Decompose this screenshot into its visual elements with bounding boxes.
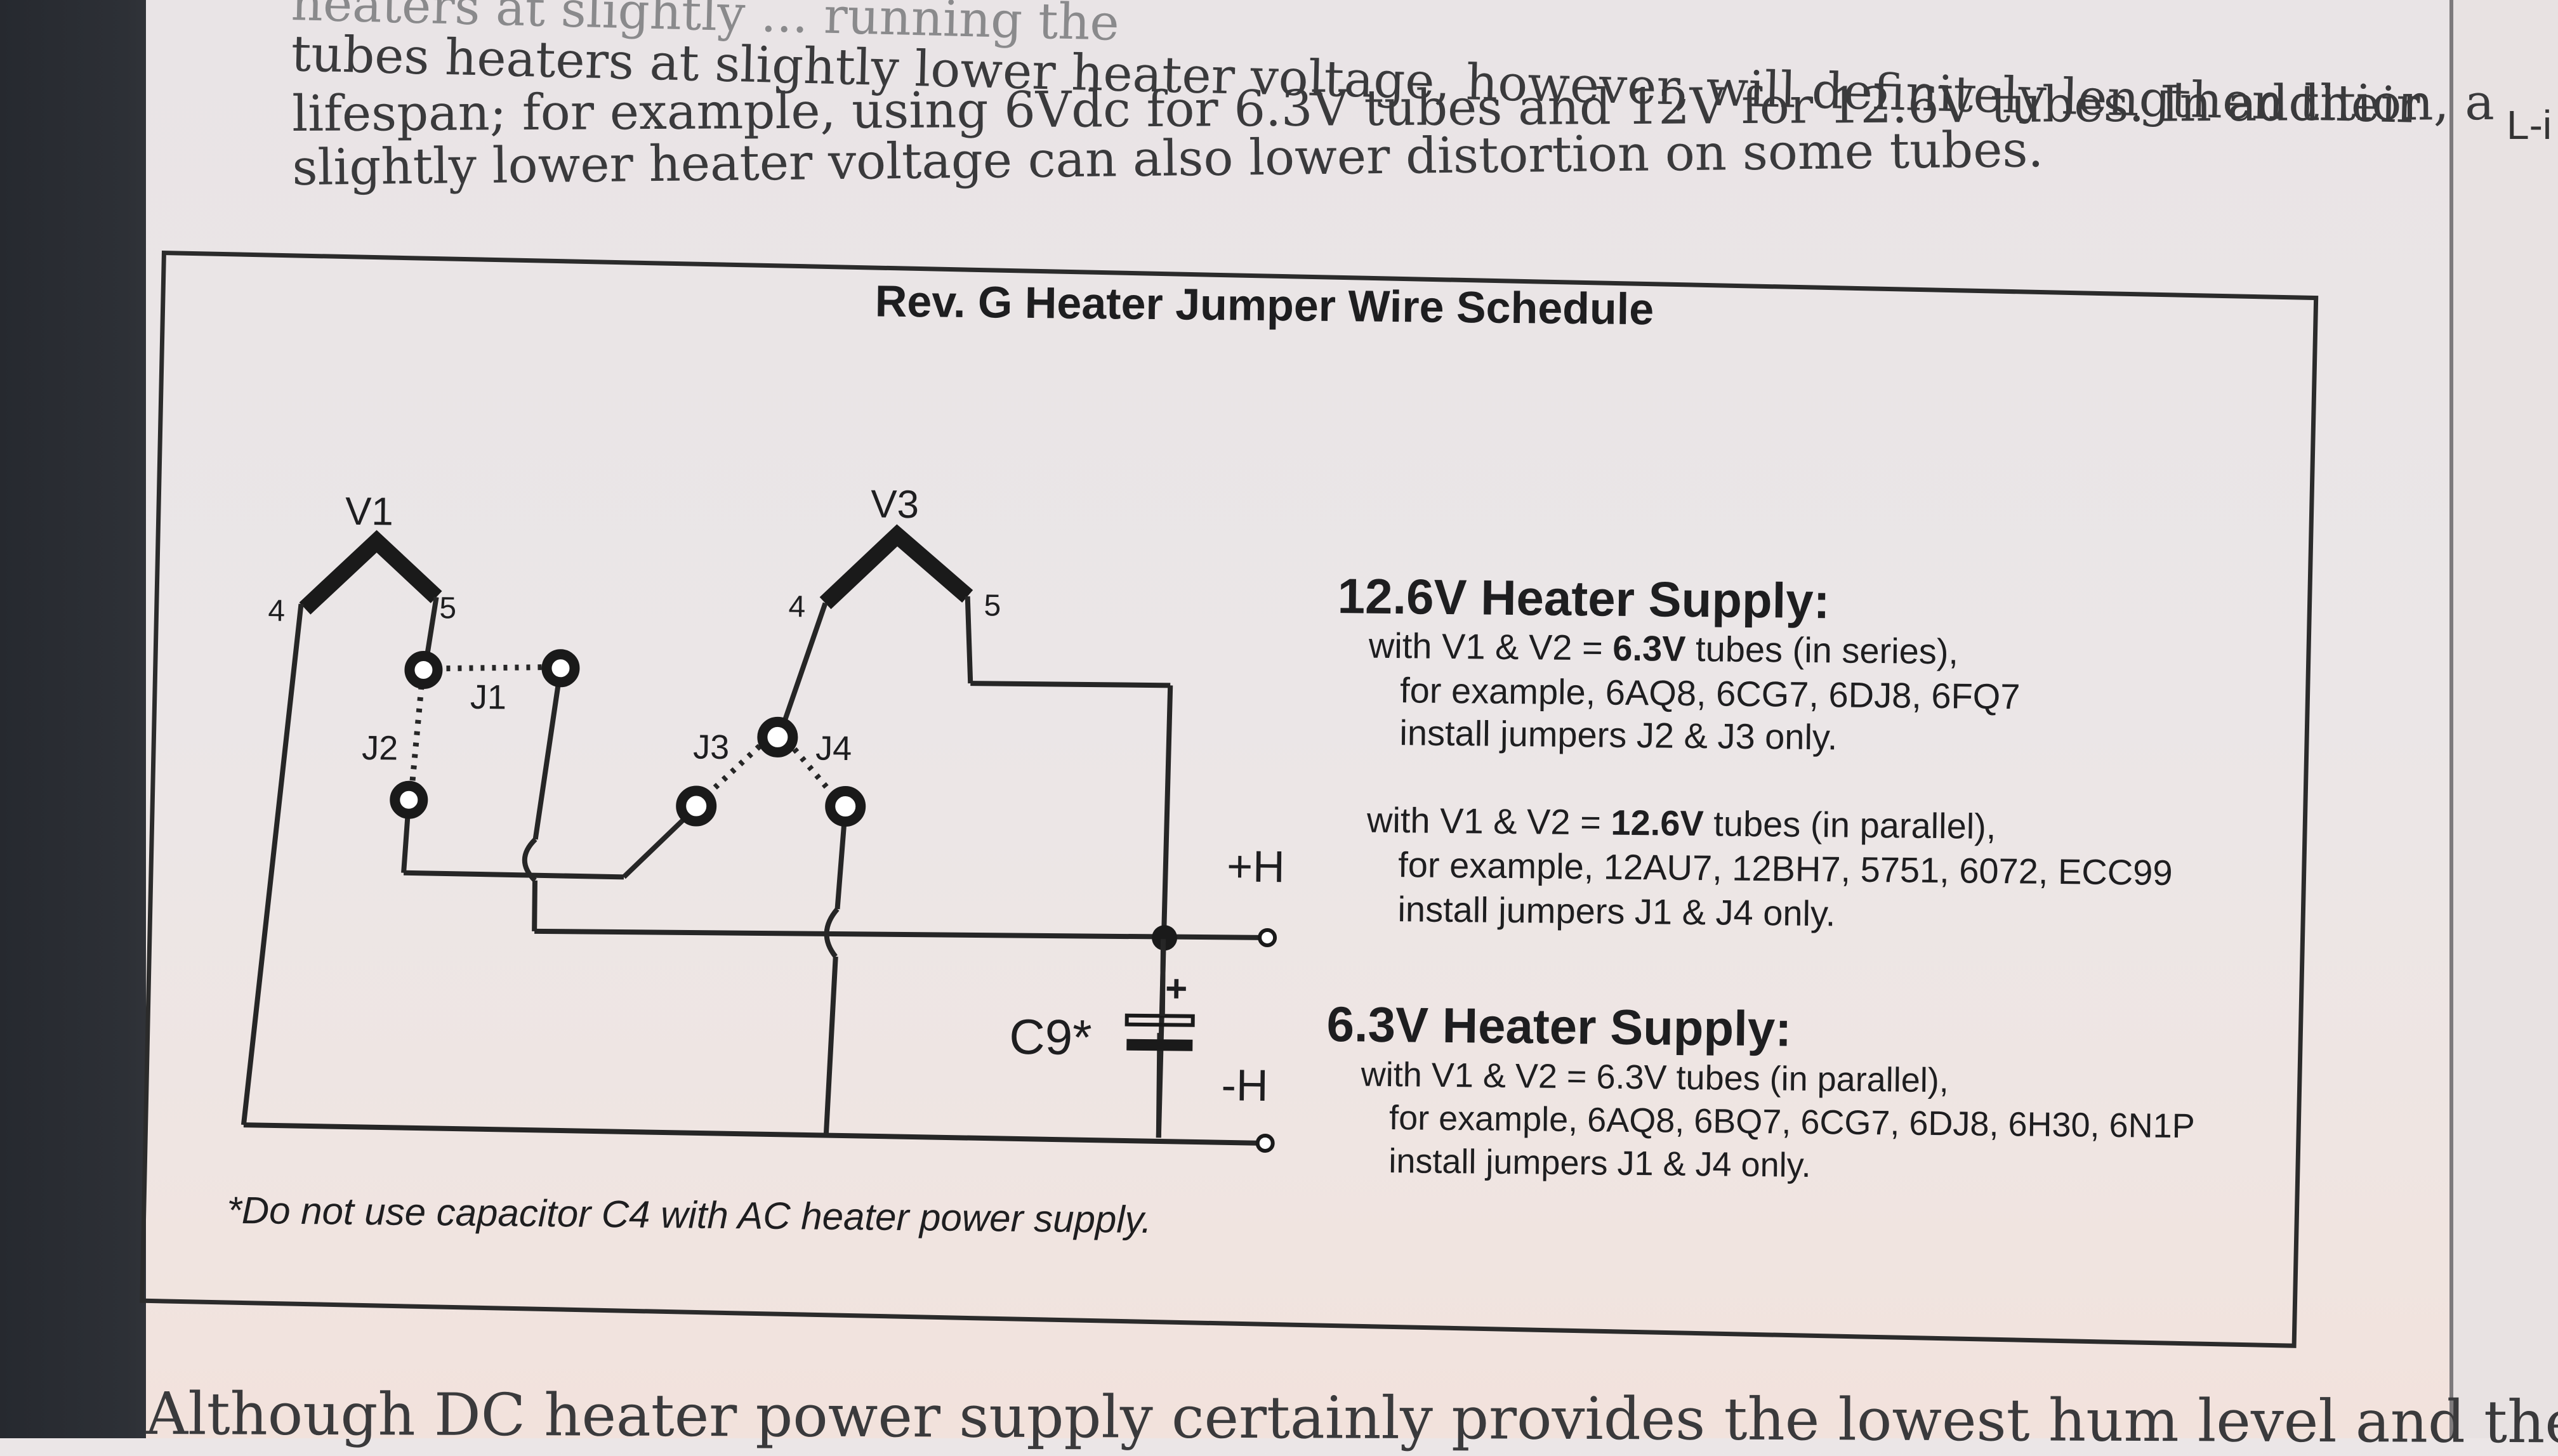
label-plus-h: +H <box>1227 841 1285 891</box>
label-v3: V3 <box>871 482 920 527</box>
diagram-title: Rev. G Heater Jumper Wire Schedule <box>874 276 1654 334</box>
terminal-j1-right <box>541 649 580 688</box>
heading-12v-supply: 12.6V Heater Supply: <box>1337 568 1830 629</box>
label-j1: J1 <box>470 678 507 717</box>
facing-page-edge <box>2449 0 2558 1438</box>
prose-bottom: Although DC heater power supply certainl… <box>145 1380 2558 1456</box>
v1-heater-symbol <box>299 530 442 615</box>
diagram-footnote: *Do not use capacitor C4 with AC heater … <box>227 1189 1152 1241</box>
label-v3-pin4: 4 <box>788 590 805 624</box>
line-12v-parallel-install: install jumpers J1 & J4 only. <box>1397 889 1836 933</box>
terminal-j4-bottom <box>825 786 866 827</box>
line-6v-3: install jumpers J1 & J4 only. <box>1388 1142 1811 1184</box>
jumper-j3 <box>705 736 770 797</box>
label-cap-plus: + <box>1165 967 1188 1009</box>
capacitor-plate-bottom <box>1126 1039 1193 1051</box>
label-v1: V1 <box>345 490 394 534</box>
line-12v-parallel: with V1 & V2 = 12.6V tubes (in parallel)… <box>1366 800 1996 846</box>
label-v1-pin4: 4 <box>268 594 285 627</box>
line-12v-series-install: install jumpers J2 & J3 only. <box>1399 712 1838 757</box>
line-6v-2: for example, 6AQ8, 6BQ7, 6CG7, 6DJ8, 6H3… <box>1389 1099 2195 1145</box>
v3-heater-symbol <box>819 524 973 610</box>
line-12v-series: with V1 & V2 = 6.3V tubes (in series), <box>1368 626 1959 672</box>
minus-h-terminal <box>1255 1133 1275 1153</box>
label-minus-h: -H <box>1221 1060 1269 1110</box>
terminal-j3-bottom <box>676 785 717 827</box>
facing-page-label: L-i <box>2507 102 2552 148</box>
heading-6v-supply: 6.3V Heater Supply: <box>1326 996 1791 1057</box>
line-12v-parallel-example: for example, 12AU7, 12BH7, 5751, 6072, E… <box>1398 844 2173 893</box>
junction-dot <box>1152 925 1178 951</box>
terminal-j3-j4-top <box>757 716 798 758</box>
jumper-j1 <box>423 664 560 672</box>
jumper-j4 <box>784 738 836 798</box>
label-j2: J2 <box>362 729 399 768</box>
book-page <box>146 0 2469 1438</box>
label-v1-pin5: 5 <box>439 591 456 625</box>
label-v3-pin5: 5 <box>984 589 1001 622</box>
terminal-j2-bottom <box>390 780 428 819</box>
label-c9: C9* <box>1009 1009 1092 1065</box>
jumper-j2 <box>409 685 425 785</box>
line-12v-series-example: for example, 6AQ8, 6CG7, 6DJ8, 6FQ7 <box>1400 670 2021 716</box>
label-j3: J3 <box>693 728 730 766</box>
label-j4: J4 <box>815 730 852 768</box>
terminal-j1-left <box>404 651 443 690</box>
plus-h-terminal <box>1258 928 1277 947</box>
line-6v-1: with V1 & V2 = 6.3V tubes (in parallel), <box>1361 1056 1949 1100</box>
